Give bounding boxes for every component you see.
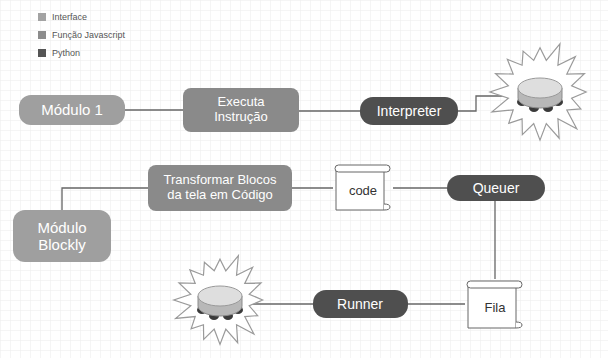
- connector: [393, 187, 447, 188]
- javascript-box: Transformar Blocos da tela em Código: [148, 165, 292, 211]
- robot-illustration: [174, 256, 263, 345]
- connector: [494, 201, 495, 279]
- connector: [292, 187, 333, 188]
- legend-label: Interface: [52, 12, 87, 22]
- legend-swatch: [38, 13, 46, 21]
- legend-label: Função Javascript: [52, 30, 125, 40]
- node-label: Transformar Blocos da tela em Código: [156, 173, 284, 203]
- python-box: Interpreter: [360, 97, 458, 125]
- interface-box: Módulo 1: [19, 95, 125, 125]
- node-label: Queuer: [473, 180, 520, 196]
- node-label: Runner: [337, 296, 383, 312]
- node-label: Executa Instrução: [191, 95, 291, 125]
- node-label: Módulo Blockly: [21, 219, 103, 254]
- connector: [125, 109, 183, 110]
- javascript-box: Executa Instrução: [183, 88, 299, 132]
- legend-label: Python: [52, 48, 80, 58]
- node-label: Módulo 1: [41, 101, 103, 118]
- python-box: Queuer: [447, 175, 545, 201]
- legend-swatch: [38, 31, 46, 39]
- connector: [408, 303, 466, 304]
- node-label: Fila: [485, 301, 506, 316]
- document-scroll: Fila: [465, 279, 525, 331]
- python-box: Runner: [313, 290, 408, 318]
- node-label: Interpreter: [377, 103, 442, 119]
- document-scroll: code: [333, 163, 393, 213]
- robot-illustration: [490, 44, 586, 140]
- legend-swatch: [38, 49, 46, 57]
- node-label: code: [349, 184, 377, 199]
- interface-box: Módulo Blockly: [13, 210, 111, 262]
- legend-entry: Função Javascript: [38, 30, 125, 40]
- connector: [62, 188, 148, 210]
- connector: [299, 110, 360, 111]
- legend-entry: Interface: [38, 12, 87, 22]
- legend-entry: Python: [38, 48, 80, 58]
